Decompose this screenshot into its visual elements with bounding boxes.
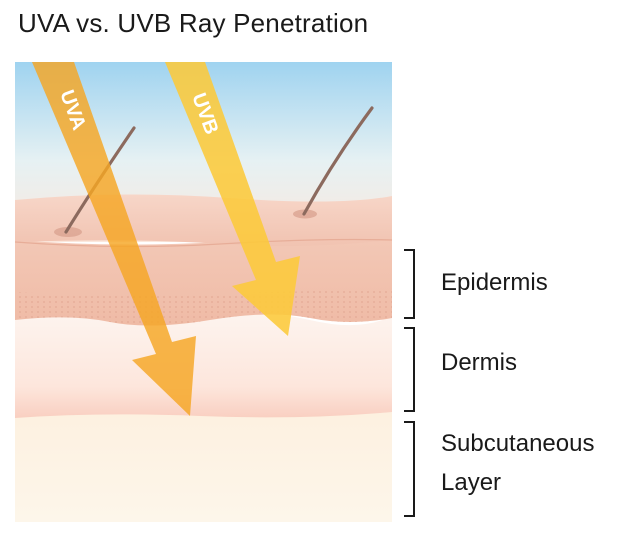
uvb-arrow [165, 62, 300, 336]
subcutaneous-label-line1: Subcutaneous [441, 430, 595, 457]
dermis-bracket [404, 327, 415, 412]
follicle-left [54, 227, 82, 237]
dermis-layer [15, 313, 392, 418]
basal-cell-dots [15, 290, 392, 326]
subcutaneous-bracket [404, 421, 415, 517]
hair-right [302, 106, 374, 216]
epidermis-bracket [404, 249, 415, 319]
subcutaneous-layer [15, 400, 392, 522]
uva-ray [32, 62, 196, 416]
diagram-title: UVA vs. UVB Ray Penetration [18, 8, 369, 38]
dermis-label: Dermis [441, 349, 517, 376]
subcutaneous-label-line2: Layer [441, 469, 502, 496]
uva-arrow [32, 62, 196, 416]
epidermis-label: Epidermis [441, 269, 548, 296]
uvb-ray [165, 62, 300, 336]
surface-line [15, 238, 392, 248]
